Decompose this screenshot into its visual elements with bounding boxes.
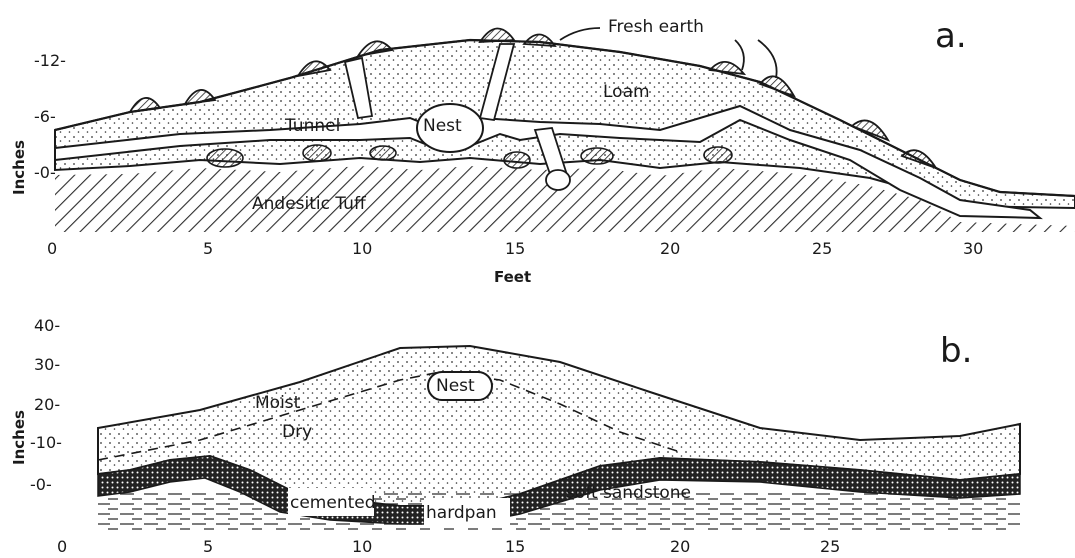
x-axis-label-a: Feet [494, 268, 531, 286]
label-tuff: Andesitic Tuff [252, 194, 367, 214]
label-cemented: cemented [290, 493, 376, 513]
x-tick: 20 [670, 537, 690, 556]
y-axis-label-b: Inches [10, 410, 28, 465]
shaft-end [546, 170, 570, 190]
y-tick: -6- [34, 107, 56, 126]
x-tick: 5 [203, 239, 213, 258]
panel-b-y-axis: Inches 40- 30- 20- -10- -0- [10, 316, 62, 494]
x-tick: 10 [352, 537, 372, 556]
y-tick: 40- [34, 316, 60, 335]
fresh-earth-arrow [758, 40, 777, 78]
x-tick: 5 [203, 537, 213, 556]
label-dry: Dry [282, 422, 312, 442]
panel-a-letter: a. [935, 16, 967, 56]
label-hardpan: hardpan [426, 503, 497, 523]
x-tick: 20 [660, 239, 680, 258]
x-tick: 15 [505, 537, 525, 556]
panel-a-x-axis: 0 5 10 15 20 25 30 Feet [47, 239, 983, 286]
x-tick: 25 [812, 239, 832, 258]
label-moist: Moist [255, 393, 301, 413]
x-tick: 0 [57, 537, 67, 556]
x-tick: 15 [505, 239, 525, 258]
label-nest-a: Nest [423, 116, 462, 136]
fresh-earth-arrow [560, 28, 600, 40]
x-tick: 30 [963, 239, 983, 258]
panel-b-x-axis: 0 5 10 15 20 25 [57, 537, 840, 556]
label-soft-sandstone: soft sandstone [566, 483, 691, 503]
panel-a-y-axis: Inches -12- -6- -0- [10, 51, 66, 195]
x-tick: 0 [47, 239, 57, 258]
label-nest-b: Nest [436, 376, 475, 396]
y-tick: -0- [30, 475, 52, 494]
y-axis-label-a: Inches [10, 140, 28, 195]
label-fresh-earth: Fresh earth [608, 17, 704, 37]
y-tick: -12- [34, 51, 66, 70]
label-tunnel: Tunnel [284, 116, 340, 136]
y-tick: 30- [34, 355, 60, 374]
panel-b: Moist Dry Nest cemented hardpan soft san… [10, 316, 1020, 556]
label-loam: Loam [603, 82, 650, 102]
y-tick: 20- [34, 395, 60, 414]
x-tick: 10 [352, 239, 372, 258]
panel-a: Fresh earth Loam Tunnel Nest Andesitic T… [10, 16, 1075, 286]
y-tick: -0- [34, 163, 56, 182]
x-tick: 25 [820, 537, 840, 556]
panel-b-letter: b. [940, 331, 972, 371]
y-tick: -10- [30, 433, 62, 452]
